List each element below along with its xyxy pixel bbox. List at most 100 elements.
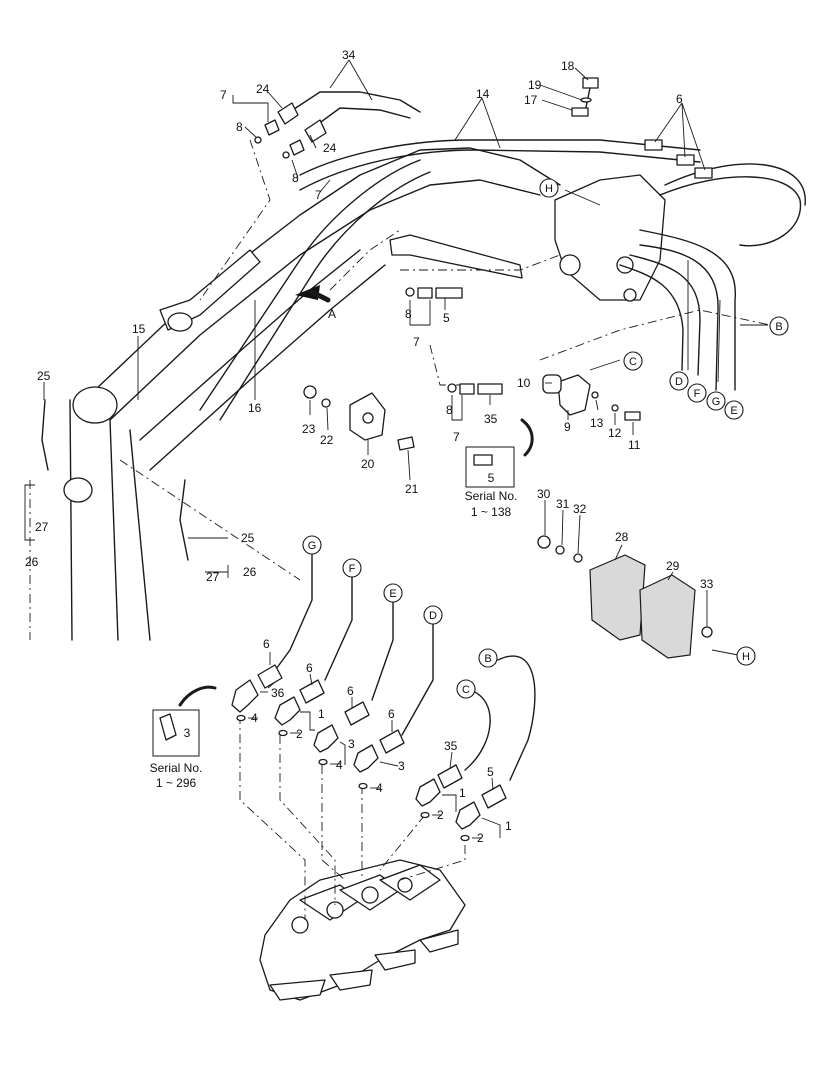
callout-5-a: 5 [443, 311, 450, 325]
fittings-upper [178, 77, 713, 707]
leader-lines [24, 59, 768, 689]
callout-9: 9 [564, 420, 571, 434]
callout-32: 32 [573, 502, 587, 516]
callout-13: 13 [590, 416, 604, 430]
callout-4-c: 4 [376, 781, 383, 795]
callout-3-a: 3 [348, 737, 355, 751]
callout-10: 10 [517, 376, 531, 390]
letter-h-top: H [545, 183, 553, 195]
callout-4-a: 4 [251, 711, 258, 725]
serial-note-1-part: 5 [488, 471, 495, 485]
callout-3-b: 3 [398, 759, 405, 773]
callout-8-b: 8 [292, 171, 299, 185]
letter-c-bottom: C [462, 684, 470, 696]
callout-16: 16 [248, 401, 262, 415]
callout-7-c: 7 [413, 335, 420, 349]
callout-6-d: 6 [388, 707, 395, 721]
callout-2-c: 2 [477, 831, 484, 845]
letter-c-top-circle [623, 351, 643, 371]
letter-h-bottom: H [742, 651, 750, 663]
letter-d-top-circle [669, 371, 689, 391]
callout-12: 12 [608, 426, 622, 440]
callout-25-b: 25 [241, 531, 255, 545]
callout-1-a: 1 [318, 707, 325, 721]
boom-assembly [29, 91, 806, 641]
connection-letters: H B C D F G E H G F E D B C [302, 178, 789, 699]
callout-29: 29 [666, 559, 680, 573]
callout-6-upper: 6 [676, 92, 683, 106]
letter-g-bottom-circle [302, 535, 322, 555]
letter-e-bottom: E [389, 588, 396, 600]
callout-33: 33 [700, 577, 714, 591]
serial-note-2-title: Serial No. [150, 761, 203, 775]
control-valve [239, 715, 466, 1001]
callout-19: 19 [528, 78, 542, 92]
callout-6-f: 6 [306, 661, 313, 675]
letter-h-top-circle [539, 178, 559, 198]
callout-14: 14 [476, 87, 490, 101]
letter-c-bottom-circle [456, 679, 476, 699]
callout-23: 23 [302, 422, 316, 436]
serial-note-2: 3 Serial No. 1 ~ 296 [150, 709, 203, 790]
callout-35-a: 35 [484, 412, 498, 426]
serial-note-1-range: 1 ~ 138 [471, 505, 512, 519]
letter-f-top-circle [687, 383, 707, 403]
letter-f-bottom: F [349, 563, 356, 575]
callout-36: 36 [271, 686, 285, 700]
letter-g-bottom: G [308, 540, 317, 552]
callout-11: 11 [628, 438, 641, 452]
callout-2-b: 2 [437, 808, 444, 822]
callout-2-a: 2 [296, 727, 303, 741]
letter-b-top: B [775, 321, 782, 333]
callout-6-e: 6 [347, 684, 354, 698]
callout-7-d: 7 [453, 430, 460, 444]
letter-d-bottom: D [429, 610, 437, 622]
callout-1-c: 1 [505, 819, 512, 833]
callout-26-a: 26 [25, 555, 39, 569]
callout-8-c: 8 [405, 307, 412, 321]
fittings-lower [231, 554, 536, 842]
callout-24: 24 [256, 82, 270, 96]
callout-4-b: 4 [336, 758, 343, 772]
letter-e-top-circle [724, 400, 744, 420]
arrow-a-label: A [328, 307, 336, 321]
callout-7: 7 [220, 88, 227, 102]
callout-30: 30 [537, 487, 551, 501]
letter-g-top-circle [706, 391, 726, 411]
callout-31: 31 [556, 497, 570, 511]
letter-f-top: F [694, 388, 701, 400]
letter-e-bottom-circle [383, 583, 403, 603]
callout-8: 8 [236, 120, 243, 134]
serial-note-1-title: Serial No. [465, 489, 518, 503]
letter-d-top: D [675, 376, 683, 388]
letter-e-top: E [730, 405, 737, 417]
letter-d-bottom-circle [423, 605, 443, 625]
callout-labels: 7 8 24 34 14 18 19 17 6 8 24 7 15 16 25 … [25, 48, 714, 845]
callout-15: 15 [132, 322, 146, 336]
letter-b-bottom: B [484, 653, 491, 665]
callout-35-b: 35 [444, 739, 458, 753]
serial-note-1: 5 Serial No. 1 ~ 138 [465, 446, 518, 519]
callout-24-b: 24 [323, 141, 337, 155]
callout-21: 21 [405, 482, 419, 496]
letter-b-bottom-circle [478, 648, 498, 668]
callout-6-g: 6 [263, 637, 270, 651]
letter-c-top: C [629, 356, 637, 368]
callout-26-b: 26 [243, 565, 257, 579]
callout-1-b: 1 [459, 786, 466, 800]
callout-27-a: 27 [35, 520, 49, 534]
letter-h-bottom-circle [736, 646, 756, 666]
callout-20: 20 [361, 457, 375, 471]
letter-b-top-circle [769, 316, 789, 336]
callout-17: 17 [524, 93, 538, 107]
serial-note-2-part: 3 [184, 726, 191, 740]
callout-27-b: 27 [206, 570, 220, 584]
callout-18: 18 [561, 59, 575, 73]
serial-note-2-range: 1 ~ 296 [156, 776, 197, 790]
letter-g-top: G [712, 396, 721, 408]
callout-22: 22 [320, 433, 334, 447]
callout-8-d: 8 [446, 403, 453, 417]
callout-5-b: 5 [487, 765, 494, 779]
